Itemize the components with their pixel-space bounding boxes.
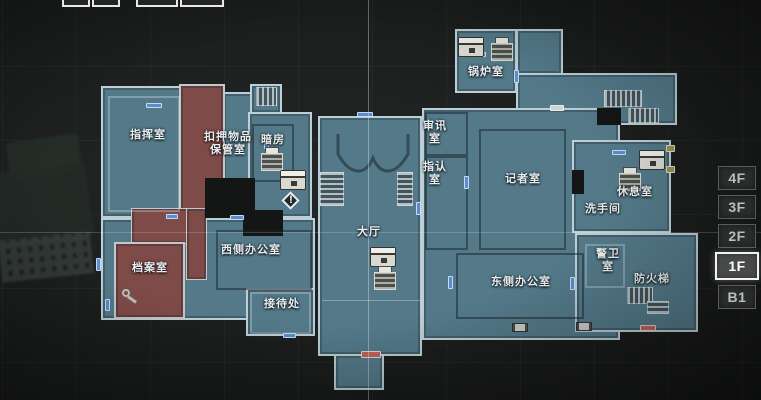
label-guard-room: 警卫 室 <box>586 248 630 274</box>
wall-press <box>479 129 566 250</box>
label-line: 扣押物品 <box>204 131 252 143</box>
label-press-room: 记者室 <box>505 173 541 185</box>
door-marker <box>96 258 101 271</box>
label-line: 审讯 <box>423 120 447 132</box>
label-line: 室 <box>429 174 441 186</box>
label-confiscated-storage: 扣押物品 保管室 <box>197 131 259 157</box>
corridor-boiler-upper <box>516 29 563 75</box>
item-box-icon <box>458 37 484 57</box>
stairs-east-top-2 <box>628 108 659 123</box>
door-marker <box>146 103 162 108</box>
typewriter-icon <box>491 37 513 62</box>
gate-icon <box>576 322 592 331</box>
wall-darkroom-inner <box>252 124 294 182</box>
wall-reception-inner <box>250 292 311 334</box>
wall-west-office-inner <box>216 230 312 290</box>
floor-button-3f[interactable]: 3F <box>718 195 756 219</box>
typewriter-icon <box>261 147 283 172</box>
stairs-fire-escape-2 <box>647 301 669 314</box>
hall-entrance-vestibule <box>334 354 384 390</box>
label-break-room: 休息室 <box>617 186 653 198</box>
background-typewriter-keys <box>0 231 94 283</box>
floor-button-b1[interactable]: B1 <box>718 285 756 309</box>
entrance-door-marker <box>361 351 381 358</box>
label-washroom: 洗手间 <box>585 203 621 215</box>
wall-east-office <box>456 253 584 319</box>
wall-lineup <box>425 156 468 250</box>
door-marker <box>416 202 421 215</box>
key-item-icon <box>120 287 138 305</box>
floor-button-4f[interactable]: 4F <box>718 166 756 190</box>
label-line: 室 <box>429 133 441 145</box>
floor-button-1f-active[interactable]: 1F <box>715 252 759 280</box>
label-west-office: 西侧办公室 <box>221 244 281 256</box>
stairs-hall-right <box>397 172 413 206</box>
door-marker <box>283 333 296 338</box>
label-lineup-room: 指认 室 <box>409 161 461 187</box>
east-annex-guard-fire <box>575 233 698 332</box>
wall-command-inner <box>108 96 180 212</box>
label-main-hall: 大厅 <box>357 226 381 238</box>
door-marker <box>550 105 564 111</box>
stairs-west <box>256 87 277 106</box>
gate-icon <box>512 323 528 332</box>
stairs-fire-escape-1 <box>627 287 653 304</box>
hall-lower-line <box>322 300 420 301</box>
label-command-office: 指挥室 <box>130 129 166 141</box>
map-cursor-vline <box>368 0 369 400</box>
hall-balcony-outline <box>336 134 410 173</box>
door-marker <box>448 276 453 289</box>
door-marker <box>666 166 675 173</box>
label-interrogation-room: 审讯 室 <box>409 120 461 146</box>
corridor-unexplored-vert <box>186 208 207 280</box>
stairs-east-top-1 <box>604 90 642 107</box>
item-box-icon <box>370 247 396 267</box>
door-marker <box>230 215 244 220</box>
typewriter-icon <box>374 266 396 291</box>
stairs-hall-left <box>320 172 344 206</box>
label-records-room: 档案室 <box>132 262 168 274</box>
door-marker <box>514 70 519 83</box>
label-reception: 接待处 <box>264 298 300 310</box>
room-records <box>114 242 185 319</box>
door-marker <box>105 299 110 311</box>
top-tab-2[interactable] <box>92 0 120 7</box>
top-tab-3[interactable] <box>136 0 178 7</box>
label-line: 指认 <box>423 161 447 173</box>
label-fire-escape: 防火梯 <box>634 273 670 285</box>
door-marker <box>666 145 675 152</box>
door-marker <box>166 214 178 219</box>
item-box-icon <box>280 170 306 190</box>
map-cursor-hline <box>0 232 761 233</box>
label-line: 保管室 <box>210 144 246 156</box>
fire-exit-door-marker <box>640 325 656 331</box>
unmapped-void-east-1 <box>597 108 621 125</box>
top-tab-1[interactable] <box>62 0 90 7</box>
door-marker <box>570 277 575 290</box>
alert-icon: ! <box>281 191 301 211</box>
typewriter-icon <box>619 167 641 192</box>
label-boiler-room: 锅炉室 <box>468 66 504 78</box>
label-darkroom: 暗房 <box>261 134 285 146</box>
label-line: 室 <box>602 261 614 273</box>
door-marker <box>612 150 626 155</box>
wall-interrogation <box>425 112 468 156</box>
label-east-office: 东侧办公室 <box>491 276 551 288</box>
top-tab-4[interactable] <box>180 0 224 7</box>
label-line: 警卫 <box>596 248 620 260</box>
room-main-hall <box>318 116 422 356</box>
wall-guard-inner <box>585 244 625 288</box>
item-box-icon <box>639 150 665 170</box>
door-marker <box>464 176 469 189</box>
unmapped-void-east-2 <box>572 170 584 194</box>
floor-button-2f[interactable]: 2F <box>718 224 756 248</box>
door-marker <box>357 112 373 117</box>
